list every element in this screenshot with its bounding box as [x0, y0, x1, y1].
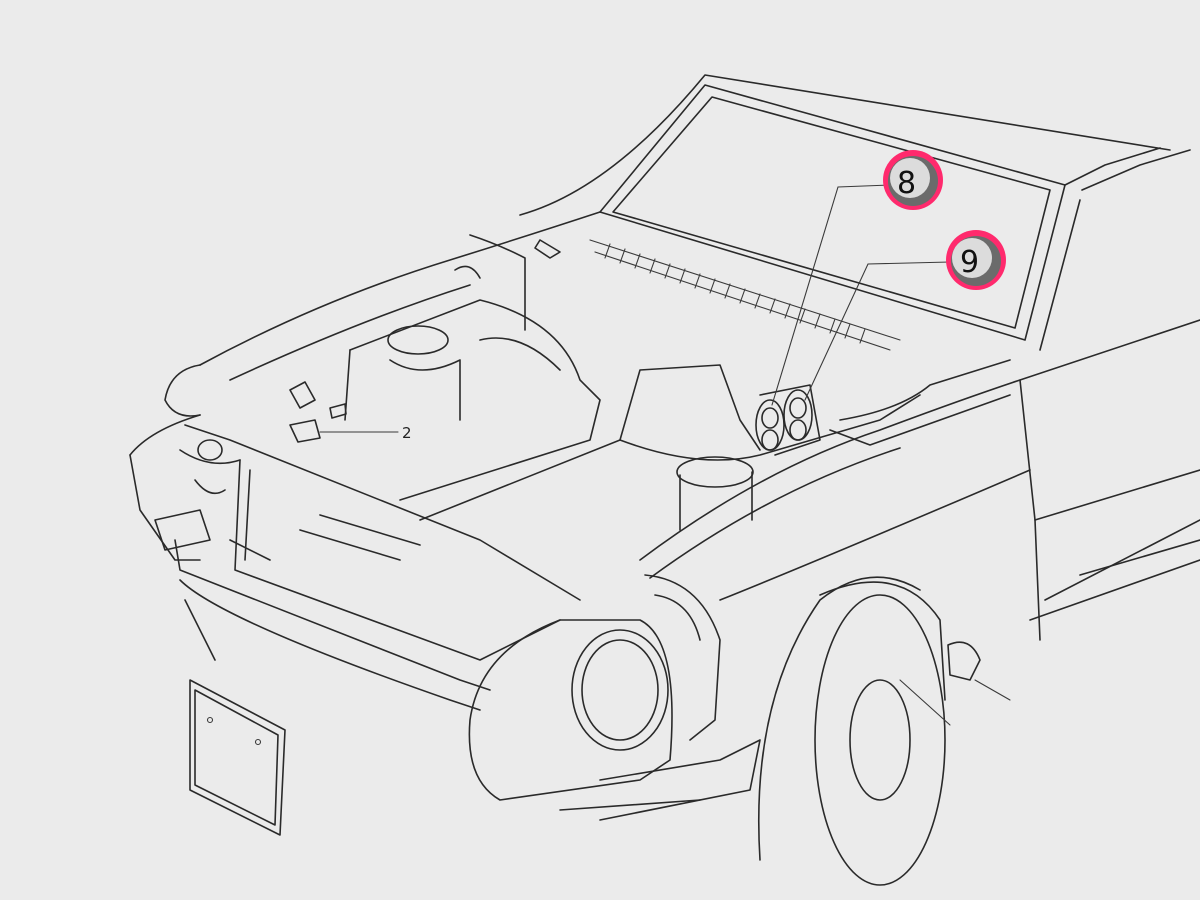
front-wheel [757, 576, 1011, 886]
license-plate [189, 679, 286, 836]
callout-8: 8 [883, 150, 943, 210]
part-label-2: 2 [402, 424, 412, 442]
callout-9-label: 9 [960, 245, 979, 280]
callout-8-label: 8 [897, 166, 916, 201]
cowl-vent [589, 239, 901, 351]
callout-leaders [771, 184, 951, 406]
engine-bay [289, 299, 1011, 531]
hood-and-fenders [199, 211, 1200, 641]
windshield [519, 74, 1191, 351]
headlight-bucket [468, 574, 761, 821]
front-nose [129, 364, 581, 711]
callout-9: 9 [946, 230, 1006, 290]
